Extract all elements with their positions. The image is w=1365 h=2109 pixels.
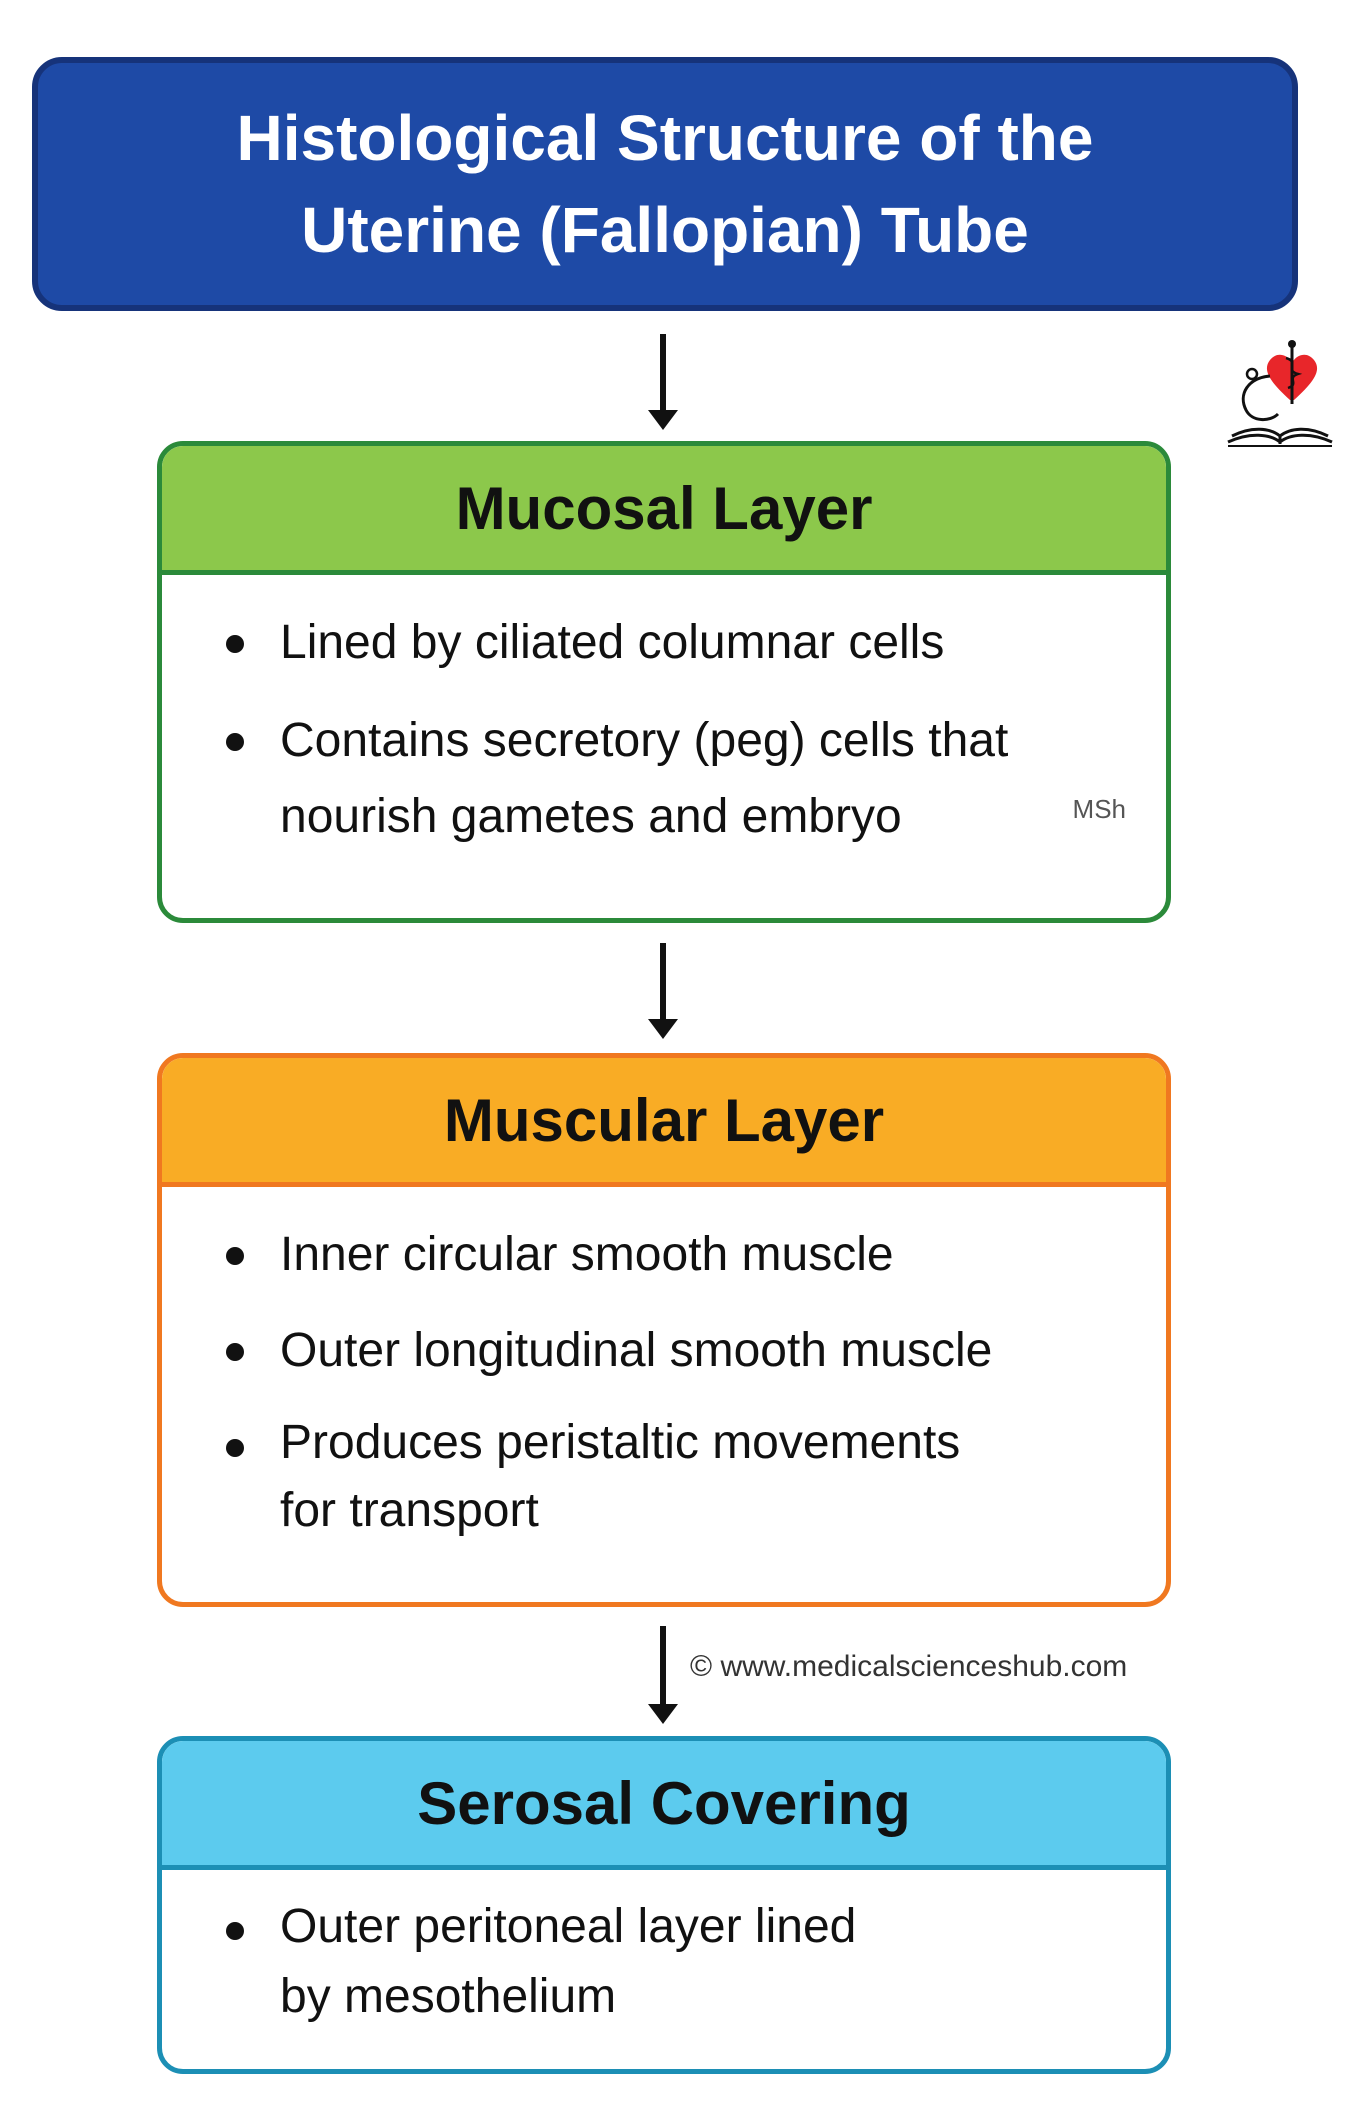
list-item: Contains secretory (peg) cells that nour…: [162, 703, 1166, 855]
list-item: Produces peristaltic movements for trans…: [162, 1409, 1166, 1545]
bullet-text: Contains secretory (peg) cells that nour…: [280, 714, 1009, 843]
bullet-icon: [226, 1922, 244, 1940]
serosal-covering-heading: Serosal Covering: [162, 1741, 1166, 1870]
down-arrow-icon: [648, 334, 678, 430]
down-arrow-icon: [648, 943, 678, 1039]
list-item: Lined by ciliated columnar cells: [162, 605, 1166, 681]
list-item: Outer peritoneal layer lined by mesothel…: [162, 1892, 1166, 2032]
bullet-text: Produces peristaltic movements for trans…: [280, 1416, 961, 1537]
bullet-text: Inner circular smooth muscle: [280, 1228, 894, 1281]
bullet-icon: [226, 733, 244, 751]
down-arrow-icon: [648, 1626, 678, 1724]
bullet-text: Lined by ciliated columnar cells: [280, 616, 945, 669]
bullet-icon: [226, 635, 244, 653]
bullet-icon: [226, 1439, 244, 1457]
mucosal-layer-heading: Mucosal Layer: [162, 446, 1166, 575]
list-item: Inner circular smooth muscle: [162, 1217, 1166, 1293]
bullet-icon: [226, 1247, 244, 1265]
serosal-covering-box: Serosal Covering Outer peritoneal layer …: [157, 1736, 1171, 2074]
bullet-icon: [226, 1343, 244, 1361]
muscular-layer-box: Muscular Layer Inner circular smooth mus…: [157, 1053, 1171, 1607]
bullet-text: Outer longitudinal smooth muscle: [280, 1324, 993, 1377]
muscular-layer-body: Inner circular smooth muscle Outer longi…: [162, 1187, 1166, 1545]
diagram-title: Histological Structure of the Uterine (F…: [236, 102, 1094, 266]
serosal-covering-body: Outer peritoneal layer lined by mesothel…: [162, 1870, 1166, 2032]
list-item: Outer longitudinal smooth muscle: [162, 1313, 1166, 1389]
mucosal-layer-body: Lined by ciliated columnar cells Contain…: [162, 575, 1166, 855]
title-box: Histological Structure of the Uterine (F…: [32, 57, 1298, 311]
muscular-layer-heading: Muscular Layer: [162, 1058, 1166, 1187]
copyright-text: © www.medicalscienceshub.com: [690, 1650, 1128, 1683]
bullet-text: Outer peritoneal layer lined by mesothel…: [280, 1900, 857, 2023]
mucosal-layer-box: Mucosal Layer Lined by ciliated columnar…: [157, 441, 1171, 923]
signature: MSh: [1072, 794, 1126, 824]
heart-stethoscope-book-icon: [1218, 338, 1342, 462]
